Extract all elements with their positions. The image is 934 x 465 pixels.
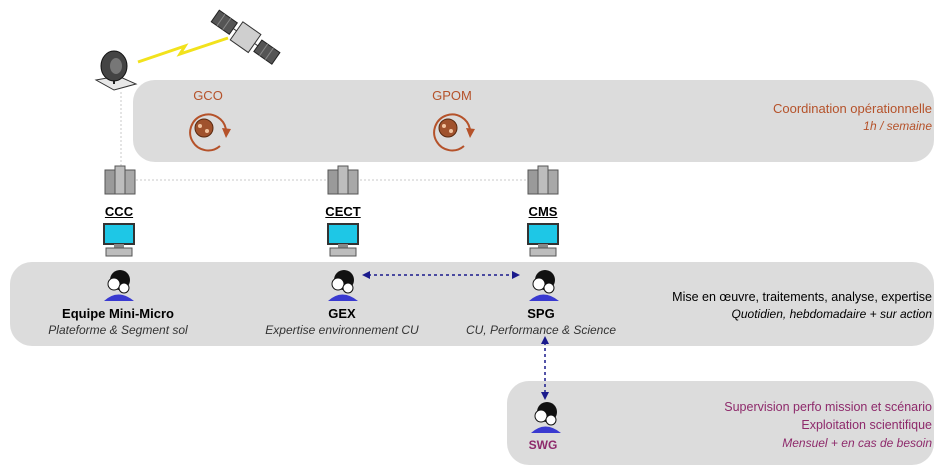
swg-frequency: Mensuel + en cas de besoin [782, 436, 932, 450]
antenna-icon [94, 50, 138, 91]
coordination-frequency: 1h / semaine [863, 119, 932, 133]
bottom-panel [507, 381, 934, 465]
gco-meeting-icon [189, 113, 231, 152]
team-desc-equipe: Plateforme & Segment sol [48, 323, 188, 337]
team-icon-gex [328, 270, 358, 301]
gpom-label: GPOM [432, 88, 472, 103]
team-name-spg: SPG [527, 306, 555, 321]
team-icon-spg [529, 270, 559, 301]
team-desc-spg: CU, Performance & Science [465, 323, 617, 337]
server-icon-cect [327, 165, 359, 195]
coordination-title: Coordination opérationnelle [772, 101, 932, 116]
server-icon-ccc [104, 165, 136, 195]
swg-exploitation: Exploitation scientifique [801, 418, 932, 432]
middle-panel [10, 262, 934, 346]
swg-supervision: Supervision perfo mission et scénario [724, 400, 932, 414]
team-name-equipe: Equipe Mini-Micro [62, 306, 174, 321]
middle-frequency: Quotidien, hebdomadaire + sur action [731, 307, 932, 321]
satellite-icon [210, 9, 281, 65]
server-label-cect: CECT [325, 204, 361, 219]
gpom-meeting-icon [433, 113, 475, 152]
top-panel [133, 80, 934, 162]
middle-activity: Mise en œuvre, traitements, analyse, exp… [672, 290, 932, 304]
server-label-ccc: CCC [104, 204, 134, 219]
lightning-icon [137, 36, 229, 64]
team-icon-equipe [104, 270, 134, 301]
computer-icon-ccc [103, 223, 135, 257]
team-icon-swg [531, 402, 561, 433]
team-name-gex: GEX [328, 306, 356, 321]
team-name-swg: SWG [528, 438, 558, 452]
gco-label: GCO [193, 88, 223, 103]
computer-icon-cect [327, 223, 359, 257]
server-icon-cms [527, 165, 559, 195]
server-label-cms: CMS [528, 204, 558, 219]
computer-icon-cms [527, 223, 559, 257]
team-desc-gex: Expertise environnement CU [265, 323, 419, 337]
